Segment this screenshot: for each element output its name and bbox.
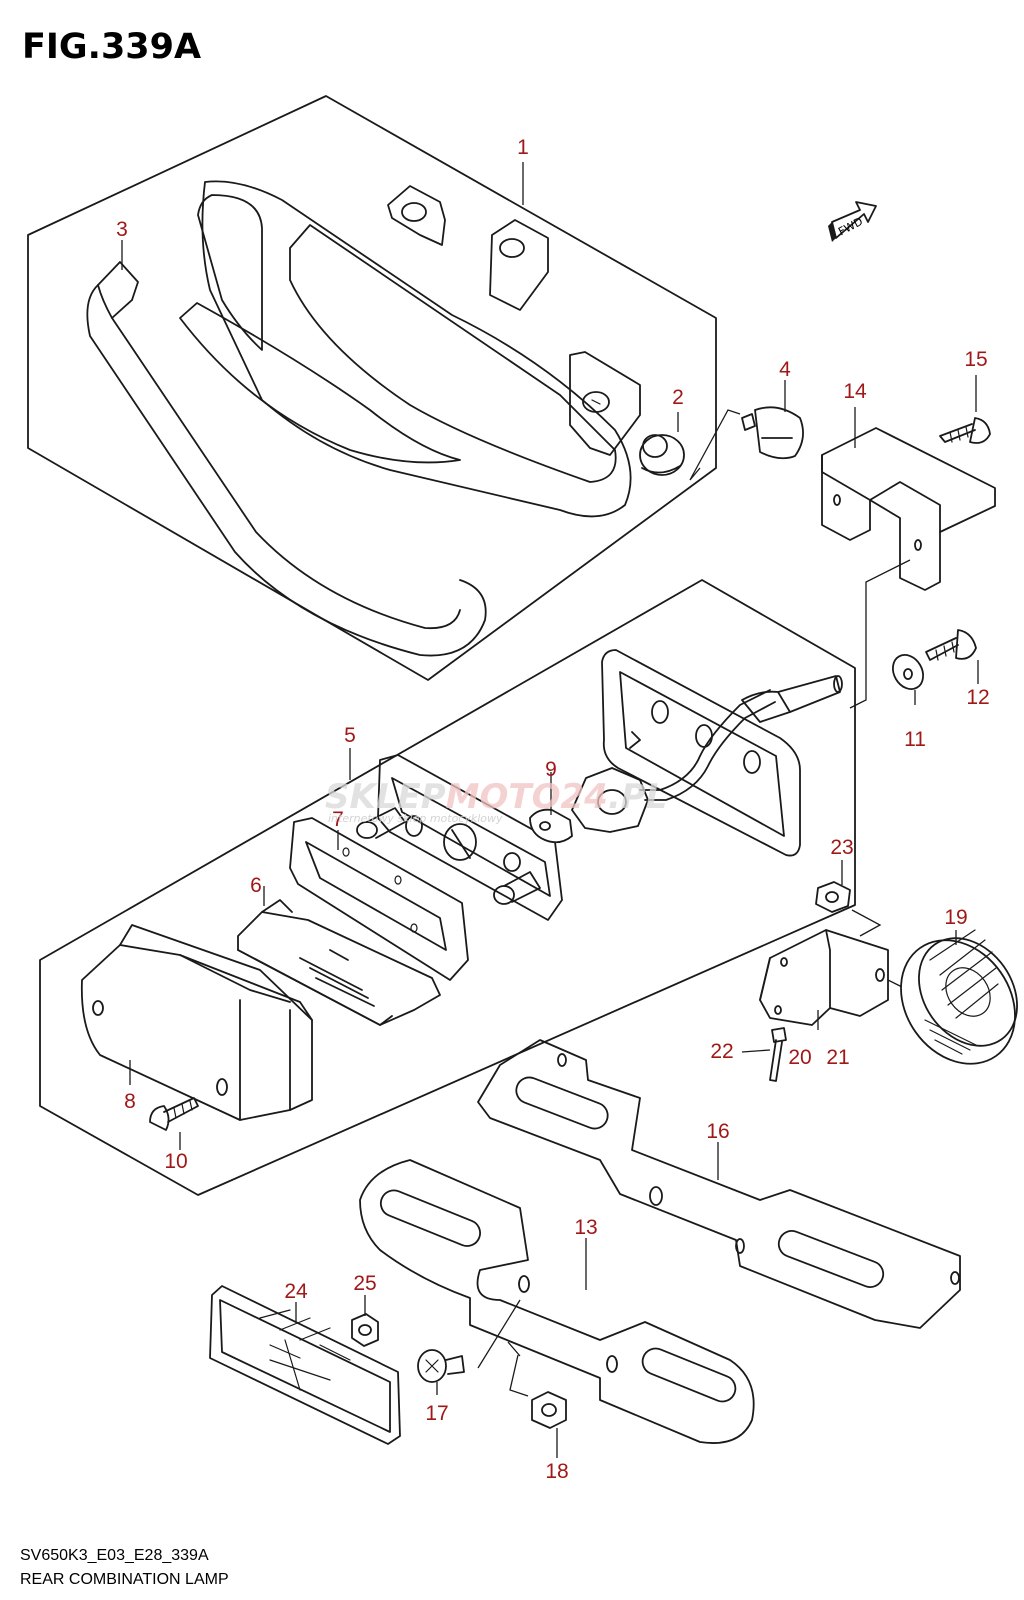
- callout-22: 22: [710, 1040, 733, 1063]
- reflector-plate: [237, 899, 441, 1026]
- callout-14: 14: [843, 380, 867, 403]
- leader-4-dash: [689, 409, 741, 481]
- callout-3: 3: [116, 218, 128, 241]
- figure-caption: REAR COMBINATION LAMP: [20, 1571, 229, 1588]
- callout-11: 11: [904, 728, 926, 751]
- callout-8: 8: [124, 1090, 136, 1113]
- nut-18: [531, 1391, 567, 1429]
- callout-2: 2: [672, 386, 684, 409]
- watermark-brand-d: .PL: [608, 777, 668, 817]
- license-lamp-group: [39, 579, 856, 1196]
- license-lamp-lens: [80, 924, 313, 1121]
- svg-text:SKLEPMOTO24.PL: SKLEPMOTO24.PL: [325, 777, 667, 817]
- callout-1: 1: [517, 136, 529, 159]
- bolt-17: [417, 1349, 465, 1383]
- lamp-rear-housing: [601, 649, 843, 857]
- callout-20: 20: [788, 1046, 811, 1069]
- watermark-brand-b: MOTO: [446, 777, 561, 817]
- pin-22: [769, 1027, 787, 1082]
- watermark-brand-c: 24: [561, 777, 608, 817]
- watermark: SKLEPMOTO24.PL internetowy sklep motocyk…: [325, 777, 667, 825]
- figure-title: FIG.339A: [22, 27, 201, 67]
- bulb: [529, 808, 573, 844]
- fwd-arrow-icon: FWD: [828, 201, 877, 242]
- callouts: 1 2 3 4 5 6 7 8 9 10 11 12 13 14 15 16 1…: [116, 136, 990, 1483]
- bracket-14: [821, 427, 996, 591]
- leader-18-dash: [509, 1354, 529, 1397]
- callout-24: 24: [284, 1280, 308, 1303]
- screw-10: [149, 1097, 199, 1131]
- callout-7: 7: [332, 808, 344, 831]
- reflector-bracket: [759, 929, 889, 1026]
- grommet: [639, 434, 685, 476]
- callout-23: 23: [830, 836, 853, 859]
- lamp-gasket: [289, 817, 469, 981]
- nut-23: [815, 881, 851, 913]
- license-bracket-13: [359, 1159, 755, 1444]
- screw-15: [939, 417, 991, 444]
- callout-15: 15: [964, 348, 987, 371]
- screw-12: [925, 629, 977, 661]
- screw-4: [741, 406, 804, 460]
- tail-lamp-group: [27, 95, 717, 681]
- callout-13: 13: [574, 1216, 597, 1239]
- rect-reflector: [209, 1285, 401, 1445]
- callout-5: 5: [344, 724, 356, 747]
- lamp-base: [356, 754, 563, 921]
- callout-18: 18: [545, 1460, 568, 1483]
- bulb-socket: [571, 689, 776, 833]
- callout-17: 17: [425, 1402, 448, 1425]
- callout-6: 6: [250, 874, 262, 897]
- callout-19: 19: [944, 906, 967, 929]
- washer-11: [892, 654, 924, 690]
- callout-4: 4: [779, 358, 791, 381]
- callout-25: 25: [353, 1272, 376, 1295]
- leader-14-11: [849, 559, 911, 709]
- nut-25: [351, 1313, 379, 1347]
- callout-16: 16: [706, 1120, 729, 1143]
- model-code: SV650K3_E03_E28_339A: [20, 1547, 209, 1564]
- gasket-strip: [86, 261, 487, 657]
- callout-21: 21: [826, 1046, 849, 1069]
- leader-17-dash: [477, 1299, 521, 1369]
- callout-10: 10: [164, 1150, 187, 1173]
- watermark-tagline: internetowy sklep motocyklowy: [328, 812, 503, 825]
- callout-12: 12: [966, 686, 989, 709]
- tail-lamp-housing: [179, 180, 641, 518]
- watermark-brand-a: SKLEP: [325, 777, 446, 817]
- round-reflector: [900, 929, 1018, 1065]
- license-bracket-16: [477, 1039, 961, 1329]
- leader-23: [851, 909, 882, 937]
- leader-lines: [121, 162, 979, 1458]
- callout-9: 9: [545, 758, 557, 781]
